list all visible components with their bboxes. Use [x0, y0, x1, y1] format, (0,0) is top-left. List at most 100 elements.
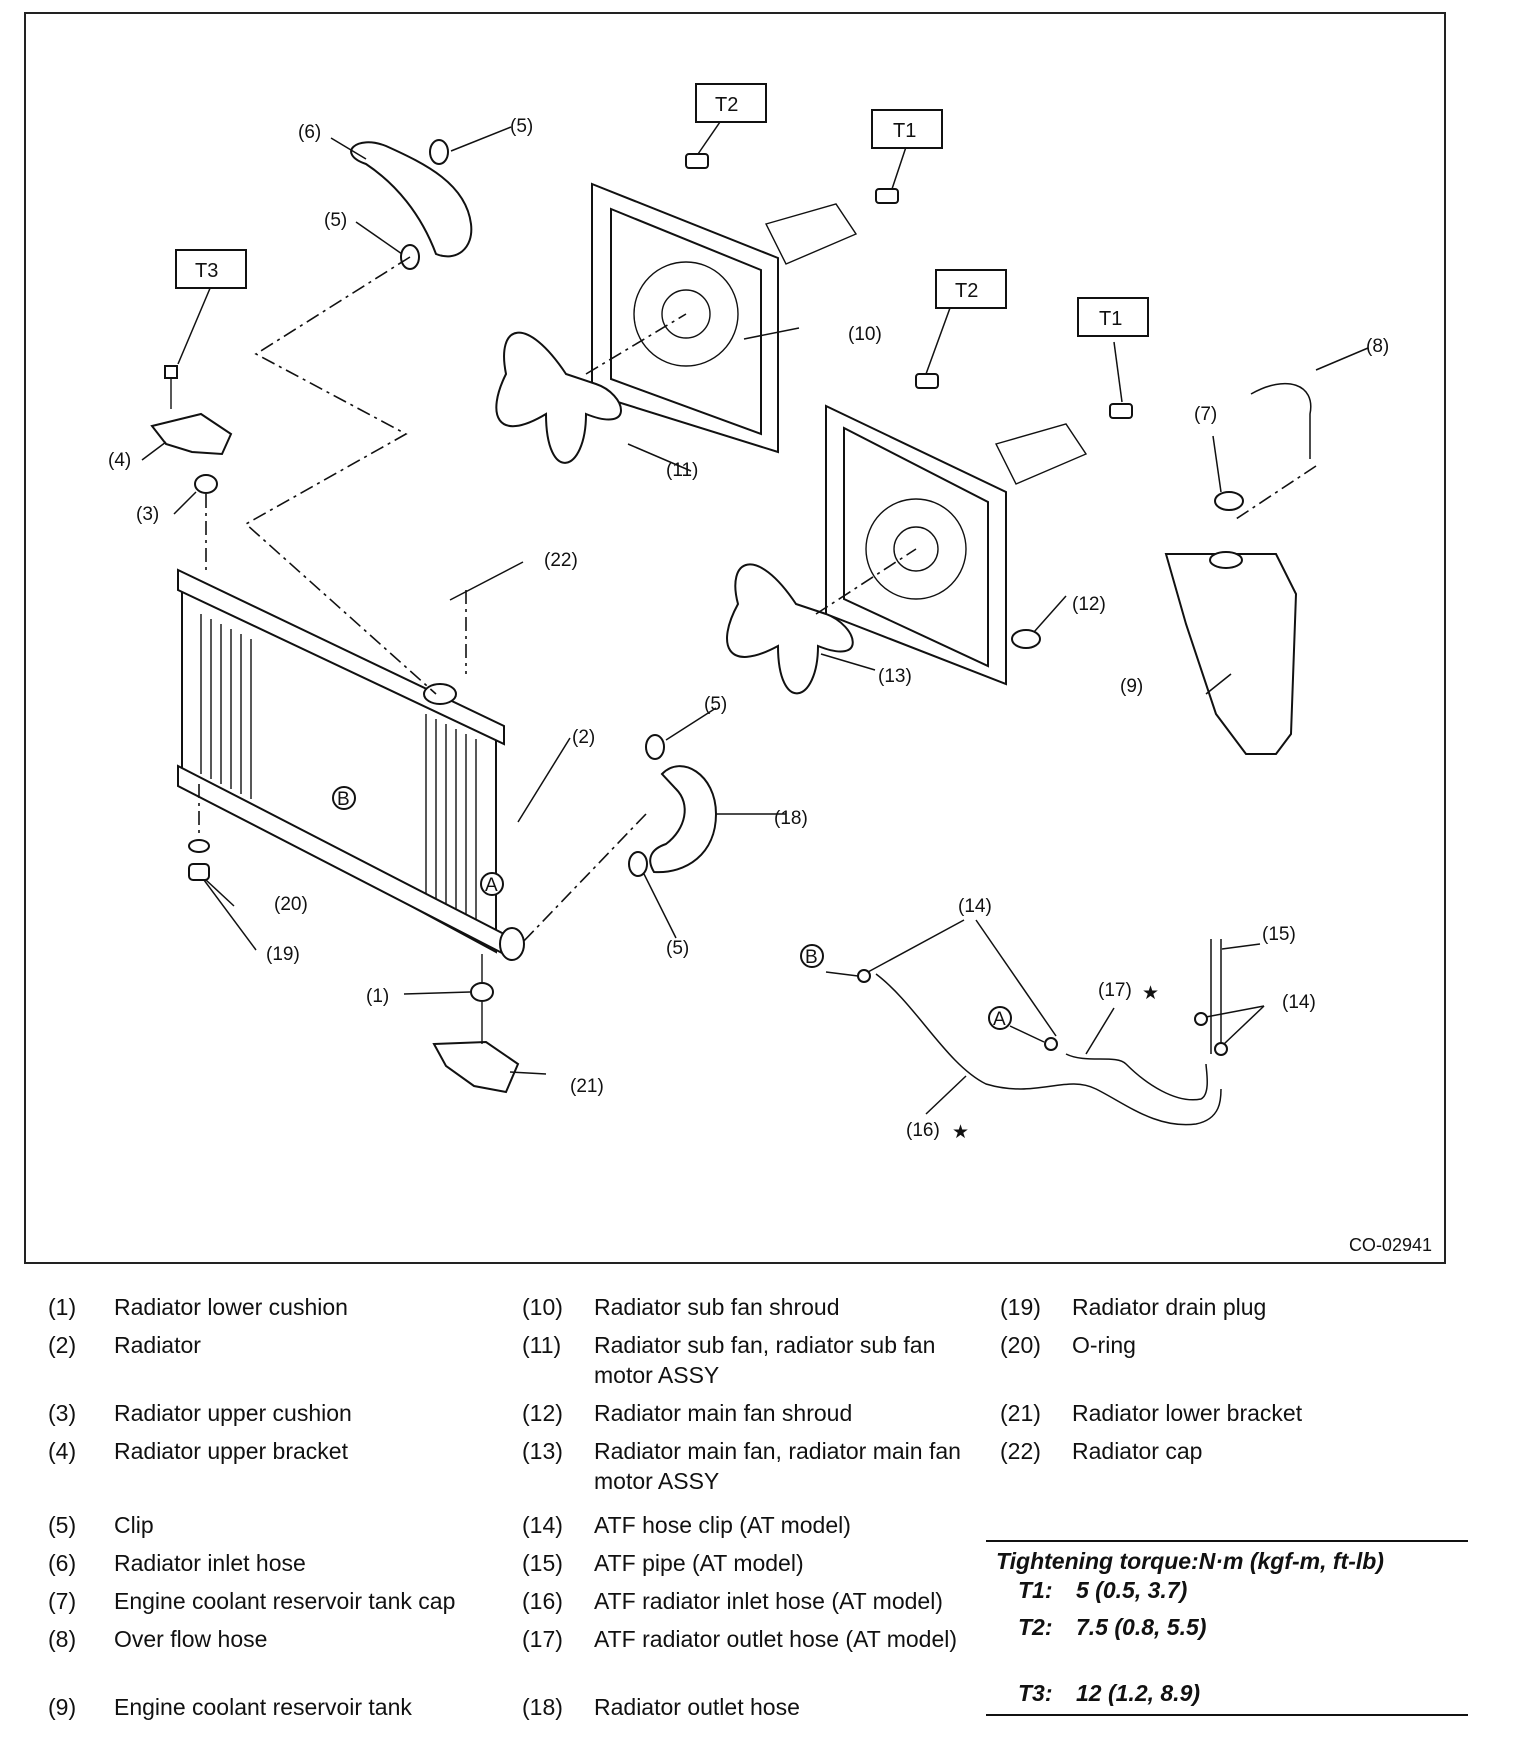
legend-number: (7): [48, 1588, 77, 1614]
callout-11: (11): [666, 460, 698, 481]
torque-table: Tightening torque:N·m (kgf-m, ft-lb) T1:…: [986, 1540, 1468, 1716]
atf-hose-drawing: [857, 939, 1228, 1126]
legend-text: ATF hose clip (AT model): [594, 1512, 851, 1538]
lower-bracket-drawing: [432, 954, 520, 1094]
legend-text: Radiator main fan, radiator main fan mot…: [594, 1438, 961, 1494]
legend-number: (11): [522, 1332, 562, 1358]
bolts: [685, 153, 1133, 419]
callout-7: (7): [1194, 404, 1217, 425]
legend-number: (21): [1000, 1400, 1041, 1426]
callout-4: (4): [108, 450, 131, 471]
callout-15: (15): [1262, 924, 1296, 945]
torque-value: 12 (1.2, 8.9): [1076, 1680, 1201, 1706]
legend-number: (5): [48, 1512, 77, 1538]
figure-code: CO-02941: [1348, 1235, 1432, 1255]
callout-14a: (14): [958, 896, 992, 917]
leader-lines: [141, 121, 1369, 1115]
legend-text: Engine coolant reservoir tank cap: [114, 1588, 456, 1614]
legend-text: Radiator sub fan, radiator sub fan motor…: [594, 1332, 936, 1388]
reservoir-tank-drawing: [1164, 382, 1312, 755]
legend-number: (16): [522, 1588, 563, 1614]
torque-title: Tightening torque:N·m (kgf-m, ft-lb): [996, 1548, 1384, 1574]
legend-number: (13): [522, 1438, 563, 1464]
legend-text: ATF radiator inlet hose (AT model): [594, 1588, 943, 1614]
callout-17: (17): [1098, 980, 1132, 1001]
legend-number: (1): [48, 1294, 77, 1320]
callout-10: (10): [848, 324, 882, 345]
marker-b-hose: B: [805, 947, 818, 968]
assembly-lines: [198, 256, 1317, 945]
legend-text: Radiator inlet hose: [114, 1550, 306, 1576]
main-fan-drawing: [726, 404, 1088, 695]
legend-number: (4): [48, 1438, 77, 1464]
radiator-exploded-diagram: (1) (2) (3) (4) (5) (5) (5) (5) (6) (7) …: [108, 83, 1389, 1143]
torque-value: 7.5 (0.8, 5.5): [1076, 1614, 1207, 1640]
callout-13: (13): [878, 666, 912, 687]
sub-fan-drawing: [495, 182, 858, 464]
tag-t2-main: T2: [955, 280, 978, 302]
upper-bracket-drawing: [150, 365, 233, 881]
radiator-drawing: [177, 568, 525, 961]
torque-row-t2: T2: 7.5 (0.8, 5.5): [986, 1614, 1468, 1680]
legend-text: Radiator lower bracket: [1072, 1400, 1303, 1426]
exploded-view-figure: (1) (2) (3) (4) (5) (5) (5) (5) (6) (7) …: [24, 12, 1446, 1264]
outlet-hose-drawing: [628, 734, 718, 877]
legend-number: (14): [522, 1512, 563, 1538]
star-17: ★: [1142, 983, 1159, 1004]
tag-t1-sub: T1: [893, 120, 916, 142]
tag-t2-sub: T2: [715, 94, 738, 116]
legend-text: Radiator outlet hose: [594, 1694, 800, 1720]
star-16: ★: [952, 1122, 969, 1143]
callout-22: (22): [544, 550, 578, 571]
legend-text: Engine coolant reservoir tank: [114, 1694, 412, 1720]
marker-b-radiator: B: [337, 789, 350, 810]
legend-number: (2): [48, 1332, 77, 1358]
legend-number: (9): [48, 1694, 77, 1720]
legend-number: (10): [522, 1294, 563, 1320]
callout-2: (2): [572, 727, 595, 748]
legend-number: (8): [48, 1626, 77, 1652]
torque-key: T1:: [1018, 1577, 1053, 1603]
legend-number: (6): [48, 1550, 77, 1576]
legend-text: Radiator upper bracket: [114, 1438, 348, 1464]
callout-3: (3): [136, 504, 159, 525]
legend-text: Radiator main fan shroud: [594, 1400, 853, 1426]
legend-text: Radiator: [114, 1332, 201, 1358]
legend-number: (12): [522, 1400, 563, 1426]
legend-text: ATF radiator outlet hose (AT model): [594, 1626, 958, 1652]
legend-number: (17): [522, 1626, 563, 1652]
callout-6: (6): [298, 122, 321, 143]
legend-text: Clip: [114, 1512, 154, 1538]
legend-text: Radiator upper cushion: [114, 1400, 352, 1426]
tag-t3: T3: [195, 260, 218, 282]
legend-number: (22): [1000, 1438, 1041, 1464]
callout-19: (19): [266, 944, 300, 965]
callout-5a: (5): [510, 116, 533, 137]
legend-text: Radiator cap: [1072, 1438, 1203, 1464]
legend-text: Radiator drain plug: [1072, 1294, 1267, 1320]
callout-18: (18): [774, 808, 808, 829]
callout-5c: (5): [704, 694, 727, 715]
callout-5d: (5): [666, 938, 689, 959]
callout-20: (20): [274, 894, 308, 915]
callout-1: (1): [366, 986, 389, 1007]
legend-number: (18): [522, 1694, 563, 1720]
legend-number: (20): [1000, 1332, 1041, 1358]
tag-t1-main: T1: [1099, 308, 1122, 330]
legend-text: Radiator lower cushion: [114, 1294, 348, 1320]
callout-12: (12): [1072, 594, 1106, 615]
torque-tags: T2 T1 T2 T1 T3: [175, 83, 1149, 337]
callout-9: (9): [1120, 676, 1143, 697]
inlet-hose-drawing: [350, 139, 473, 270]
legend-text: Over flow hose: [114, 1626, 268, 1652]
marker-a-hose: A: [993, 1009, 1006, 1030]
torque-row-t3: T3: 12 (1.2, 8.9): [986, 1680, 1468, 1714]
legend-number: (15): [522, 1550, 563, 1576]
torque-row-t1: T1: 5 (0.5, 3.7): [986, 1577, 1468, 1614]
reference-markers: B A B A: [332, 786, 1012, 1030]
torque-key: T3:: [1018, 1680, 1053, 1706]
torque-value: 5 (0.5, 3.7): [1076, 1577, 1188, 1603]
callout-8: (8): [1366, 336, 1389, 357]
callout-21: (21): [570, 1076, 604, 1097]
marker-a-radiator: A: [485, 875, 498, 896]
